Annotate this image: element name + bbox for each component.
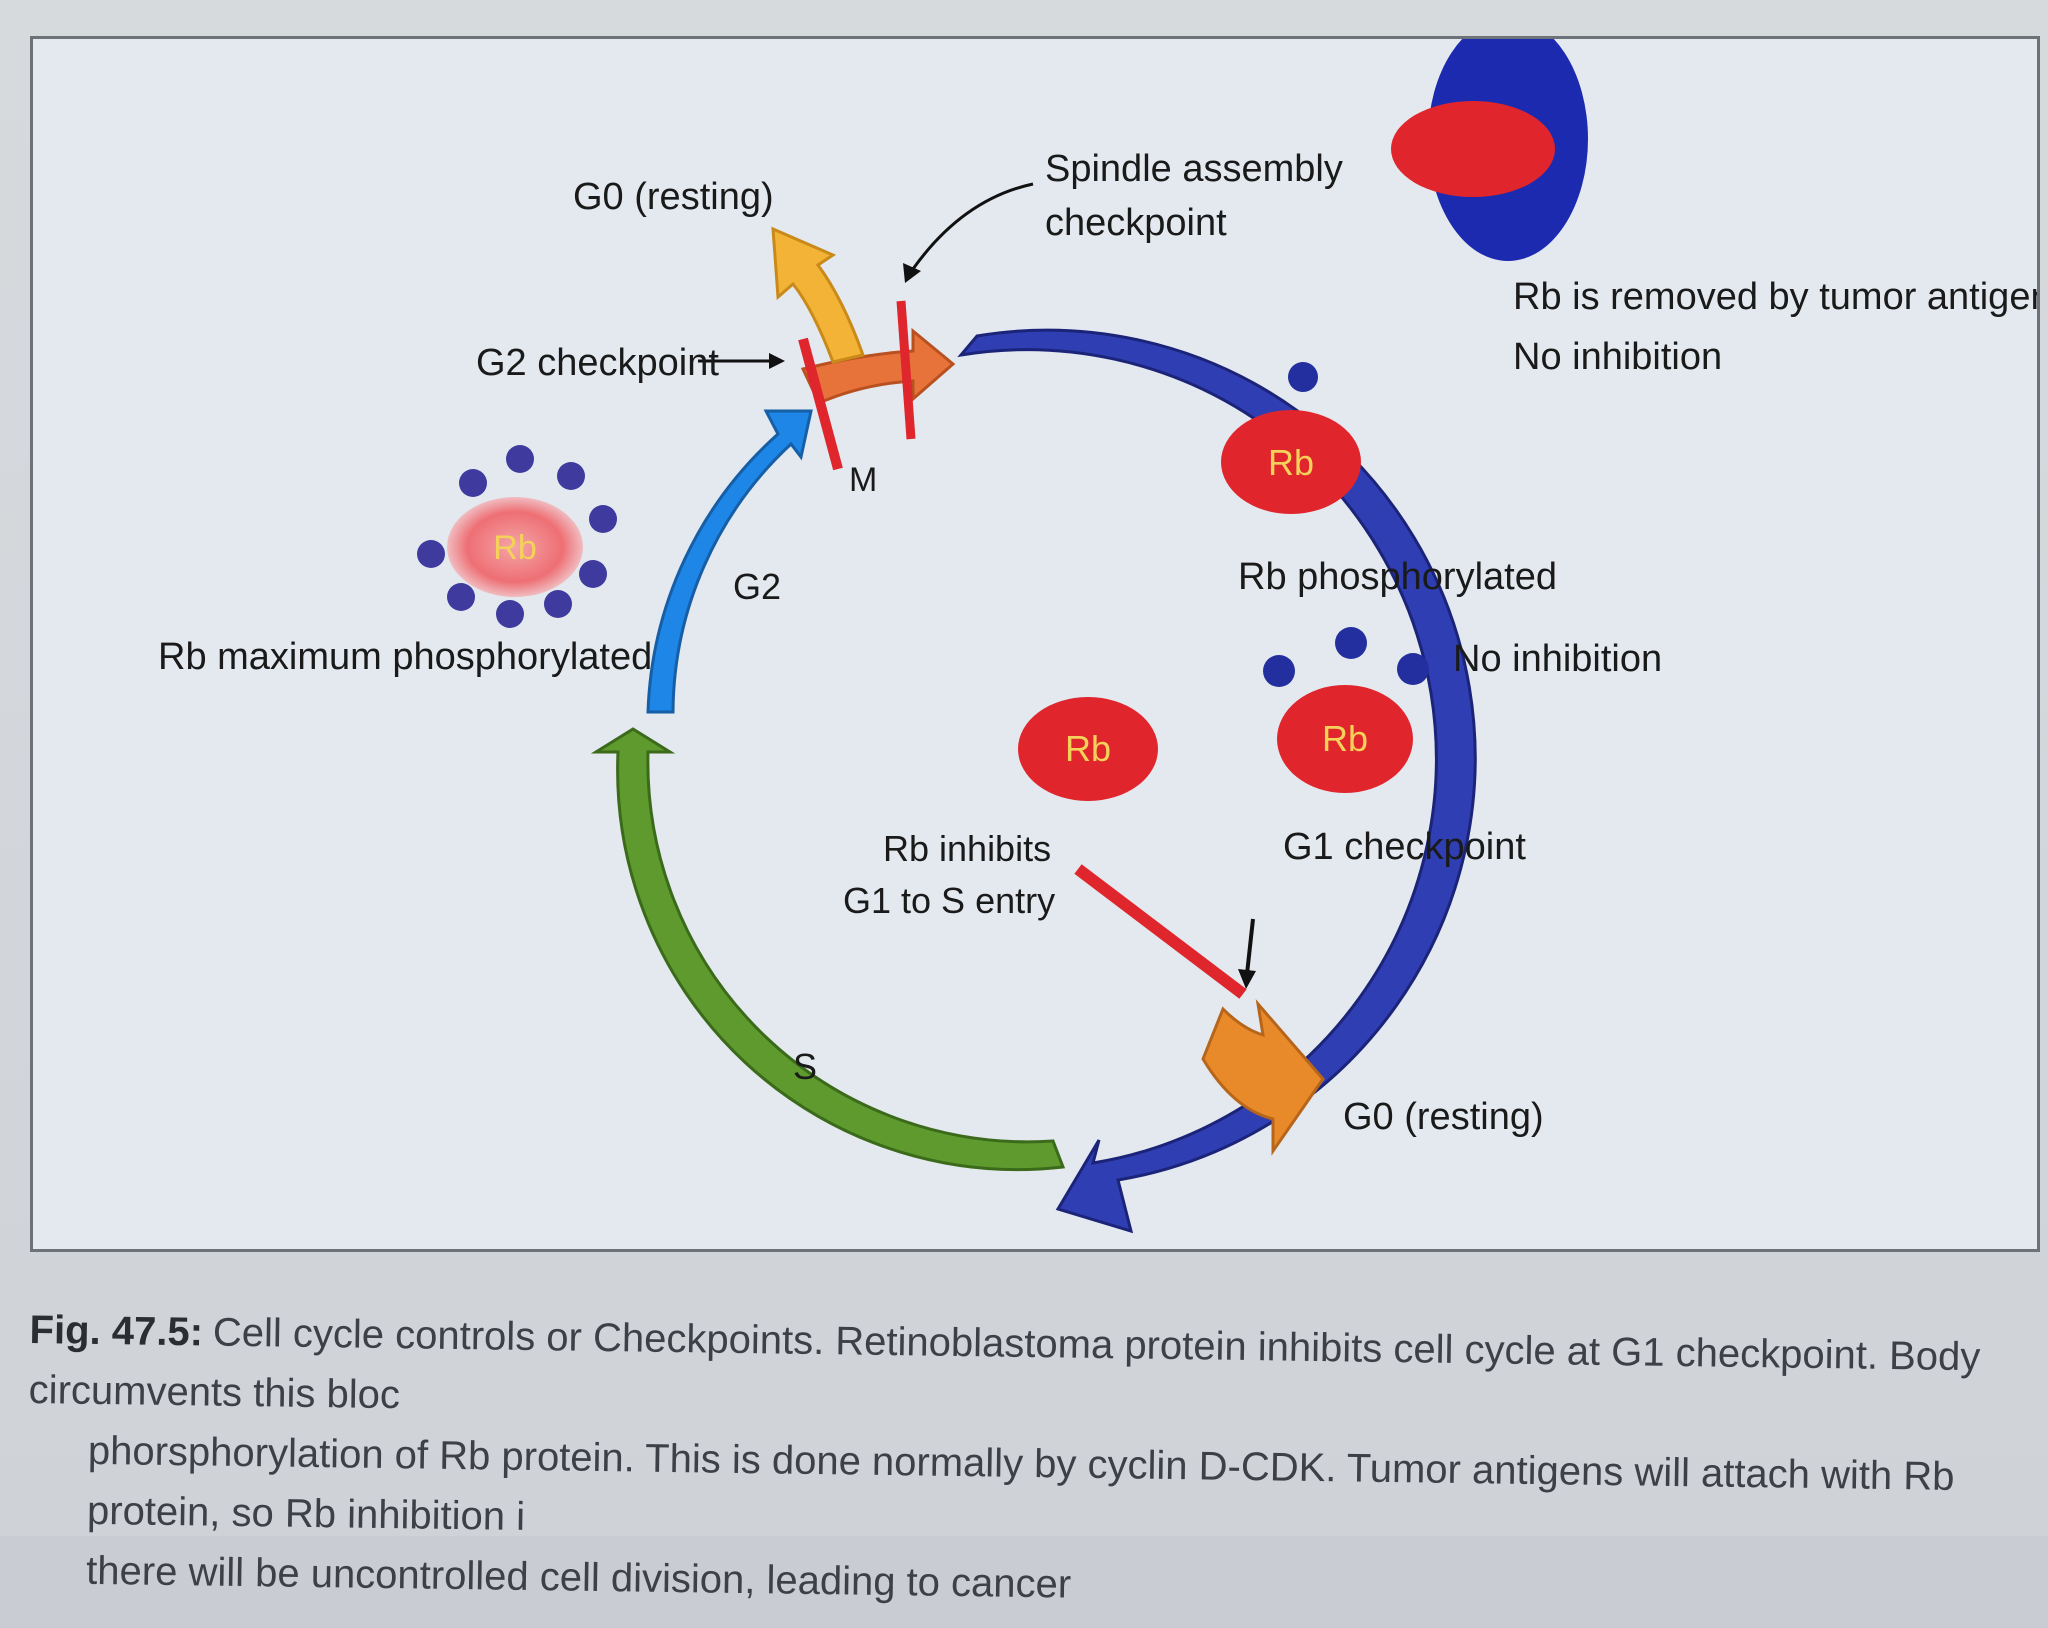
m-phase-label: M [849,461,877,499]
tumor-antigen-line1: Rb is removed by tumor antigen; [1513,276,2037,318]
g1-checkpoint-bar [1074,864,1247,999]
g2-checkpoint-pointer [698,353,785,369]
rb-no-inhibition-group: Rb [1263,627,1429,793]
rb-phos-label: Rb phosphorylated [1238,556,1557,598]
no-inhibition-label: No inhibition [1453,638,1662,680]
spindle-label-line1: Spindle assembly [1045,148,1343,190]
g2-phase-label: G2 [733,566,781,607]
rb-phosphorylated-group: Rb [1221,362,1361,514]
cell-cycle-diagram: Rb Rb [158,39,2037,1234]
g0-bottom-label: G0 (resting) [1343,1096,1544,1138]
g0-bottom-arrow [1201,999,1325,1156]
figure-caption: Fig. 47.5:Cell cycle controls or Checkpo… [26,1300,2020,1628]
rb-inhibits-line2: G1 to S entry [843,880,1055,921]
s-phase-label: S [793,1046,817,1087]
figure-number: Fig. 47.5: [29,1307,204,1355]
figure-panel: Rb Rb [30,36,2040,1252]
spindle-pointer [903,182,1034,283]
spindle-label-line2: checkpoint [1045,202,1227,244]
g0-top-arrow [771,226,865,364]
tumor-antigen-group [1391,39,1588,261]
g1-checkpoint-pointer [1238,918,1256,989]
rb-inhibits-line1: Rb inhibits [883,828,1051,869]
caption-text-line1: Cell cycle controls or Checkpoints. Reti… [28,1310,1981,1418]
rb-inhibiting-group: Rb [1018,697,1158,801]
s-arc [590,727,1066,1172]
rb-inhibit-text: Rb [1065,728,1111,769]
g0-top-label: G0 (resting) [573,176,774,218]
tumor-antigen-line2: No inhibition [1513,336,1722,378]
rb-max-label: Rb maximum phosphorylated [158,636,652,678]
rb-no-inhibition-text: Rb [1322,718,1368,759]
spindle-checkpoint-bar [896,300,916,440]
g2-checkpoint-bar [798,337,843,471]
rb-phos-text: Rb [1268,442,1314,483]
rb-max-phosphorylated-group: Rb [417,445,617,628]
g1-checkpoint-label: G1 checkpoint [1283,826,1526,868]
g2-checkpoint-label: G2 checkpoint [476,342,719,384]
rb-max-text: Rb [493,529,536,567]
g2-arc [646,409,813,714]
